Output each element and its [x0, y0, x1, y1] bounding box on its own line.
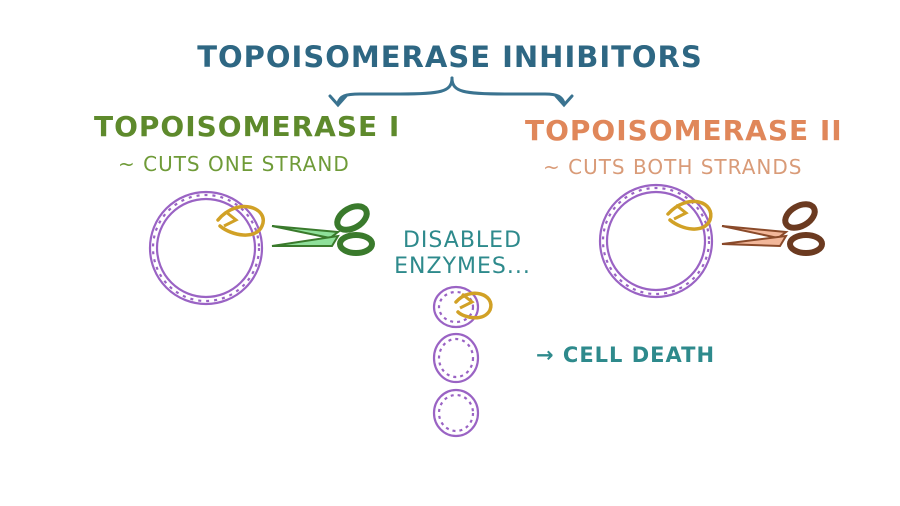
enzyme-middle: [454, 291, 493, 320]
branch-arrows: [328, 76, 574, 108]
disabled-label-line2: ENZYMES...: [394, 254, 531, 279]
dna-circle-topo2: [598, 183, 714, 299]
scissors-icon: [271, 203, 375, 256]
cell-death-label: → CELL DEATH: [536, 343, 716, 367]
enzyme-arrowhead-middle: [459, 292, 475, 310]
dna-circle-topo1: [148, 190, 264, 306]
tangled-dna: [432, 285, 480, 438]
page-title: TOPOISOMERASE INHIBITORS: [197, 40, 703, 74]
enzyme-topo2: [666, 199, 713, 231]
topo1-subtitle: ~ CUTS ONE STRAND: [118, 152, 350, 176]
topo2-subtitle: ~ CUTS BOTH STRANDS: [543, 155, 803, 179]
topo1-heading: TOPOISOMERASE I: [94, 110, 401, 143]
topo2-heading: TOPOISOMERASE II: [525, 114, 843, 147]
scissors-icon: [721, 201, 825, 256]
enzyme-arrowhead-topo1: [223, 210, 239, 228]
enzyme-topo1: [216, 204, 265, 237]
disabled-label-line1: DISABLED: [402, 228, 523, 253]
enzyme-arrowhead-topo2: [673, 203, 689, 221]
